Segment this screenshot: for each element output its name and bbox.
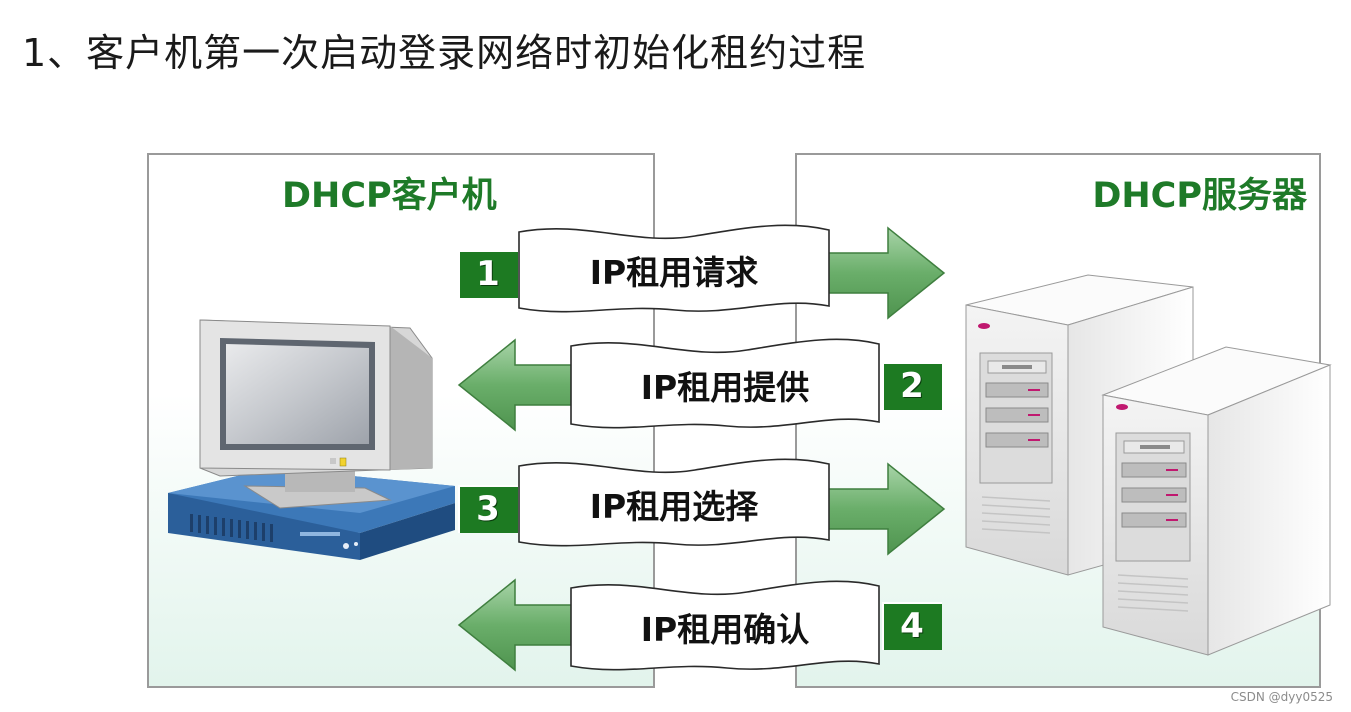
step-banner-2: IP租用提供 (567, 336, 883, 434)
step-label-1: IP租用请求 (589, 253, 759, 292)
step-badge-2: 2 (882, 362, 942, 410)
arrow-right-step-1 (820, 226, 946, 320)
step-banner-3: IP租用选择 (515, 456, 833, 552)
step-banner-4: IP租用确认 (567, 578, 883, 676)
client-panel-title: DHCP客户机 (282, 176, 497, 216)
arrow-right-step-3 (820, 462, 946, 556)
server-panel-title: DHCP服务器 (1092, 176, 1307, 216)
step-banner-1: IP租用请求 (515, 222, 833, 318)
server-unit-2 (1101, 346, 1332, 656)
watermark: CSDN @dyy0525 (1230, 690, 1333, 704)
step-label-2: IP租用提供 (640, 368, 810, 407)
step-badge-1: 1 (458, 250, 518, 298)
step-label-3: IP租用选择 (589, 487, 759, 526)
server-tower-icon (965, 274, 1332, 656)
page-title: 1、客户机第一次启动登录网络时初始化租约过程 (22, 31, 867, 75)
desktop-computer-icon (168, 319, 455, 560)
step-badge-4: 4 (882, 602, 942, 650)
step-label-4: IP租用确认 (640, 610, 810, 649)
step-badge-3: 3 (458, 485, 518, 533)
